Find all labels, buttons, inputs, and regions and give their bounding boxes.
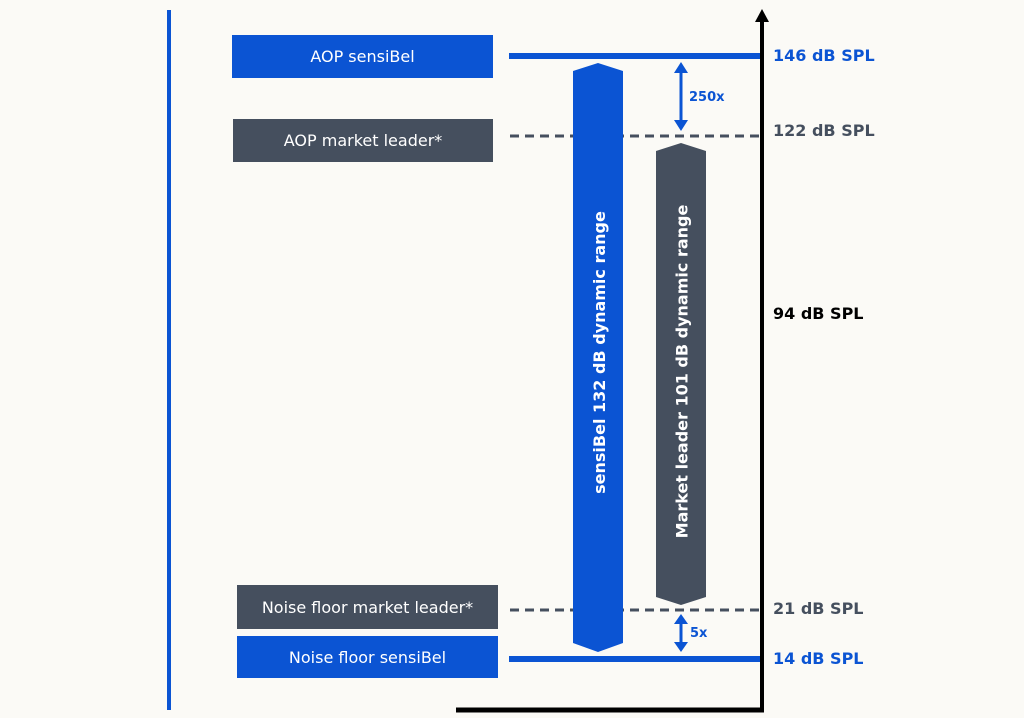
vertical-axis bbox=[755, 9, 769, 712]
aop-sensibel-label: AOP sensiBel bbox=[310, 47, 415, 66]
multiplier-250x-arrow bbox=[674, 62, 688, 131]
sensibel-range-bar bbox=[573, 63, 623, 652]
left-accent-rule bbox=[167, 10, 171, 710]
multiplier-5x-arrow bbox=[674, 614, 688, 652]
market-leader-range-label: Market leader 101 dB dynamic range bbox=[672, 204, 692, 538]
level-label-122: 122 dB SPL bbox=[773, 121, 875, 140]
multiplier-5x-label: 5x bbox=[690, 626, 708, 641]
axis-arrowhead-icon bbox=[755, 9, 769, 22]
level-label-14: 14 dB SPL bbox=[773, 649, 864, 668]
multiplier-250x-label: 250x bbox=[689, 90, 725, 105]
noise-floor-sensibel-label: Noise floor sensiBel bbox=[288, 647, 447, 667]
noise-floor-market-leader-label: Noise floor market leader* bbox=[261, 597, 474, 617]
aop-sensibel-box: AOP sensiBel bbox=[232, 35, 493, 78]
noise-floor-sensibel-box: Noise floor sensiBel bbox=[237, 636, 498, 678]
market-leader-range-bar bbox=[656, 143, 706, 605]
aop-market-leader-box: AOP market leader* bbox=[233, 119, 493, 162]
level-label-94: 94 dB SPL bbox=[773, 304, 864, 323]
noise-floor-market-leader-box: Noise floor market leader* bbox=[237, 585, 498, 629]
aop-market-leader-label: AOP market leader* bbox=[283, 131, 443, 150]
sensibel-range-label: sensiBel 132 dB dynamic range bbox=[589, 210, 609, 494]
level-label-21: 21 dB SPL bbox=[773, 599, 864, 618]
level-label-146: 146 dB SPL bbox=[773, 46, 875, 65]
